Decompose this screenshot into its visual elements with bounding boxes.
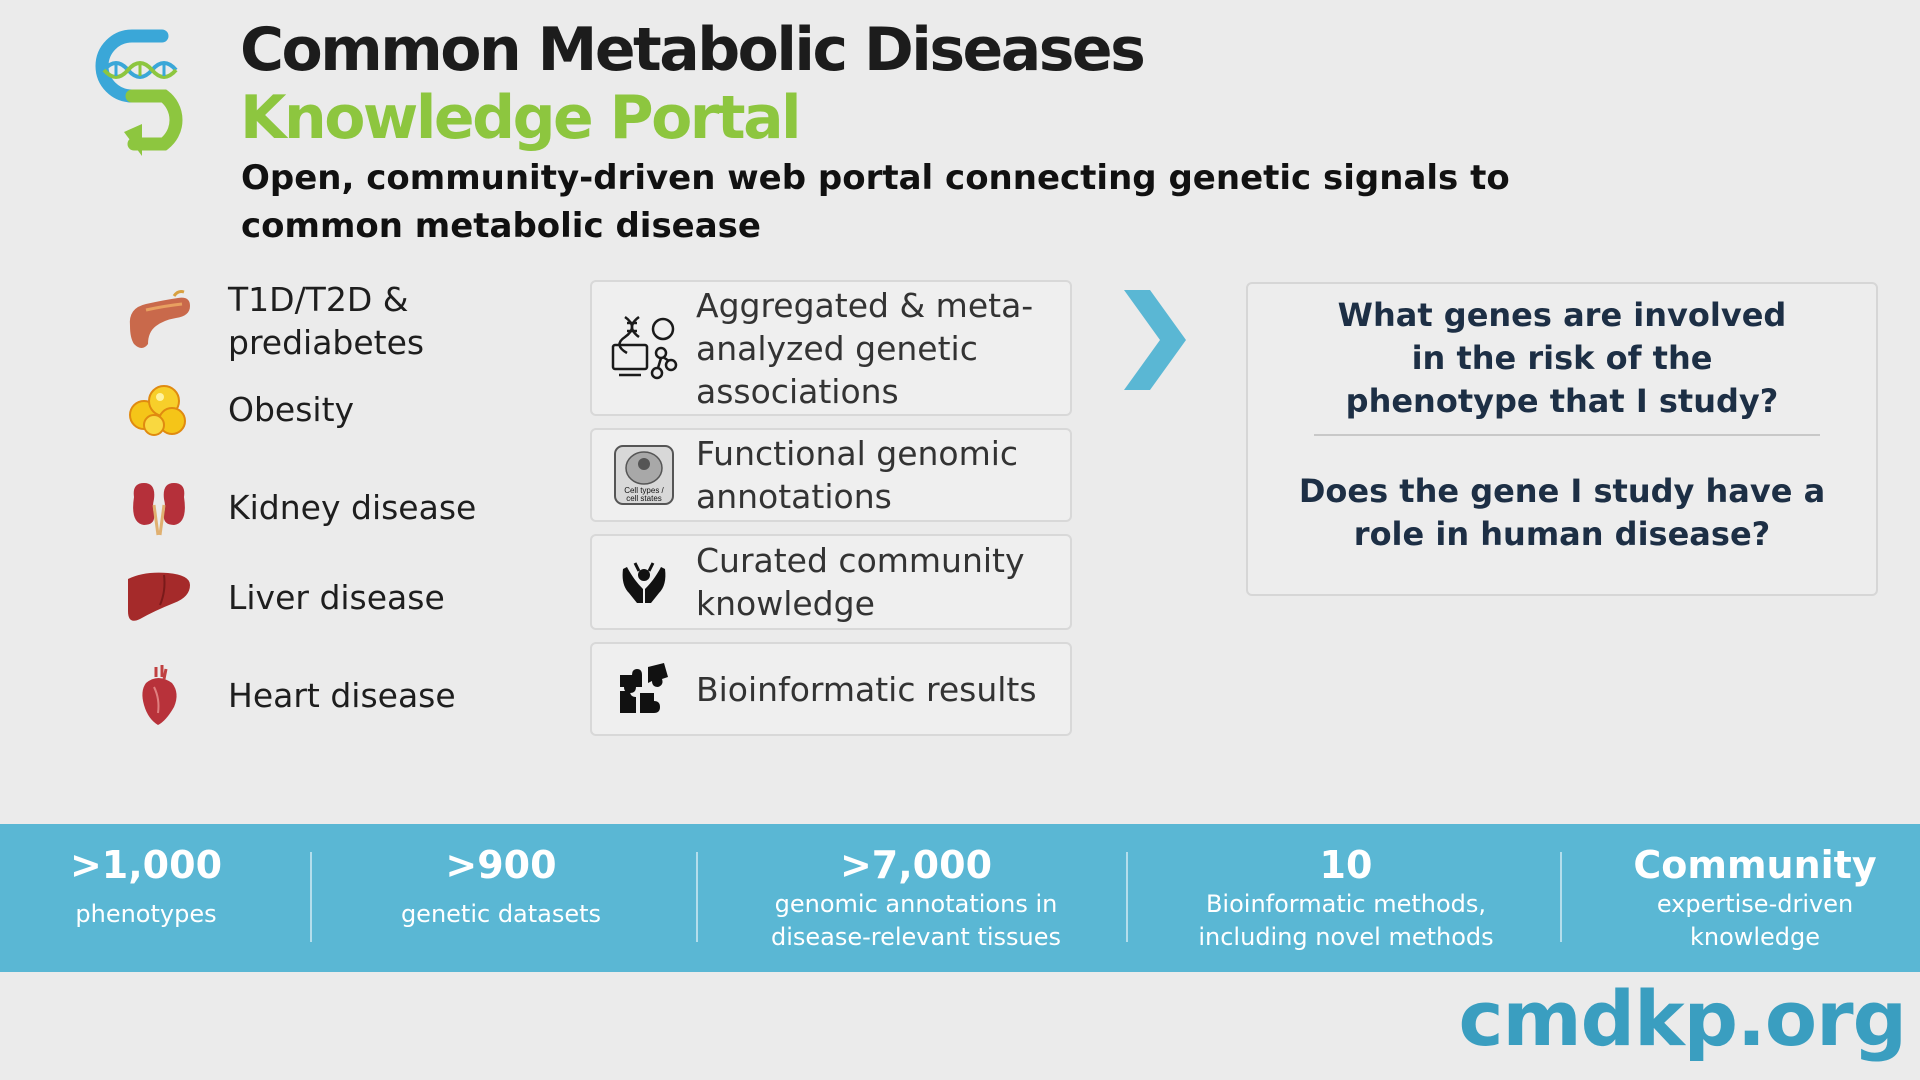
- resource-card-functional-annotations: Cell types / cell states Functional geno…: [590, 428, 1072, 522]
- disease-label: prediabetes: [228, 323, 425, 362]
- resource-label: knowledge: [696, 584, 875, 623]
- question-line: role in human disease?: [1353, 515, 1771, 553]
- stat-value: 10: [1319, 843, 1373, 887]
- stat-description: genetic datasets: [400, 900, 602, 928]
- stat-description: Bioinformatic methods,: [1205, 890, 1487, 918]
- resource-card-genetic-associations: Aggregated & meta- analyzed genetic asso…: [590, 280, 1072, 416]
- puzzle-icon: [592, 663, 696, 715]
- stat-value: Community: [1633, 843, 1877, 887]
- disease-label: Kidney disease: [228, 487, 477, 527]
- disease-label: Obesity: [228, 389, 355, 429]
- stat-description: expertise-driven: [1656, 890, 1854, 918]
- stat-divider: [310, 852, 312, 942]
- disease-label: Heart disease: [228, 675, 456, 715]
- subtitle: Open, community-driven web portal connec…: [241, 158, 1510, 246]
- resource-card-community-knowledge: Curated community knowledge: [590, 534, 1072, 630]
- stat-description: genomic annotations in: [774, 890, 1058, 918]
- question-gene-role: Does the gene I study have a role in hum…: [1248, 470, 1876, 556]
- liver-icon: [118, 562, 200, 632]
- portal-logo: [95, 29, 183, 156]
- cell-types-icon: Cell types / cell states: [592, 444, 696, 506]
- disease-item-diabetes: T1D/T2D & prediabetes: [118, 278, 424, 364]
- stat-value: >7,000: [839, 843, 993, 887]
- question-line: What genes are involved: [1337, 296, 1787, 334]
- question-line: phenotype that I study?: [1345, 382, 1779, 420]
- fat-cells-icon: [118, 374, 200, 444]
- resource-label: analyzed genetic: [696, 328, 978, 368]
- disease-item-liver: Liver disease: [118, 562, 445, 632]
- disease-label: Liver disease: [228, 577, 445, 617]
- hands-icon: [592, 559, 696, 605]
- portal-url[interactable]: cmdkp.org: [1458, 974, 1907, 1063]
- resource-label: Bioinformatic results: [696, 669, 1037, 709]
- resource-label: Aggregated & meta-: [696, 285, 1034, 325]
- resource-label: associations: [696, 371, 899, 411]
- disease-list: T1D/T2D & prediabetes Obesity Kidney dis: [118, 278, 548, 738]
- stat-datasets: >900 genetic datasets: [372, 824, 630, 972]
- dna-analysis-icon: [592, 313, 696, 383]
- disease-item-heart: Heart disease: [118, 660, 456, 730]
- stat-methods: 10 Bioinformatic methods, including nove…: [1164, 824, 1528, 972]
- disease-item-kidney: Kidney disease: [118, 472, 476, 542]
- kidney-icon: [118, 472, 200, 542]
- stat-community: Community expertise-driven knowledge: [1600, 824, 1910, 972]
- resource-label: Functional genomic: [696, 434, 1019, 473]
- stat-divider: [696, 852, 698, 942]
- stat-description: disease-relevant tissues: [770, 923, 1062, 951]
- cell-types-icon-text: Cell types /: [624, 486, 664, 495]
- stat-value: >1,000: [69, 843, 223, 887]
- stat-description: phenotypes: [75, 900, 217, 928]
- stat-description: including novel methods: [1198, 923, 1494, 951]
- disease-item-obesity: Obesity: [118, 374, 354, 444]
- stat-divider: [1560, 852, 1562, 942]
- stats-bar: >1,000 phenotypes >900 genetic datasets …: [0, 824, 1920, 972]
- question-line: in the risk of the: [1411, 339, 1713, 377]
- stat-value: >900: [445, 843, 557, 887]
- resource-label: Curated community: [696, 541, 1025, 580]
- stat-description: knowledge: [1689, 923, 1821, 951]
- cell-types-icon-text: cell states: [626, 494, 662, 503]
- resource-card-bioinformatic-results: Bioinformatic results: [590, 642, 1072, 736]
- chevron-right-icon: [1124, 290, 1186, 390]
- question-genes-involved: What genes are involved in the risk of t…: [1248, 294, 1876, 423]
- title-line-1: Common Metabolic Diseases: [240, 15, 1146, 85]
- title-line-2: Knowledge Portal: [240, 83, 802, 153]
- questions-box: What genes are involved in the risk of t…: [1246, 282, 1878, 596]
- heart-icon: [118, 660, 200, 730]
- stat-divider: [1126, 852, 1128, 942]
- stat-annotations: >7,000 genomic annotations in disease-re…: [734, 824, 1098, 972]
- stat-phenotypes: >1,000 phenotypes: [0, 824, 292, 972]
- disease-label: T1D/T2D &: [228, 280, 409, 319]
- question-line: Does the gene I study have a: [1298, 472, 1826, 510]
- questions-divider: [1314, 434, 1820, 436]
- resource-label: annotations: [696, 477, 892, 516]
- pancreas-icon: [118, 286, 200, 356]
